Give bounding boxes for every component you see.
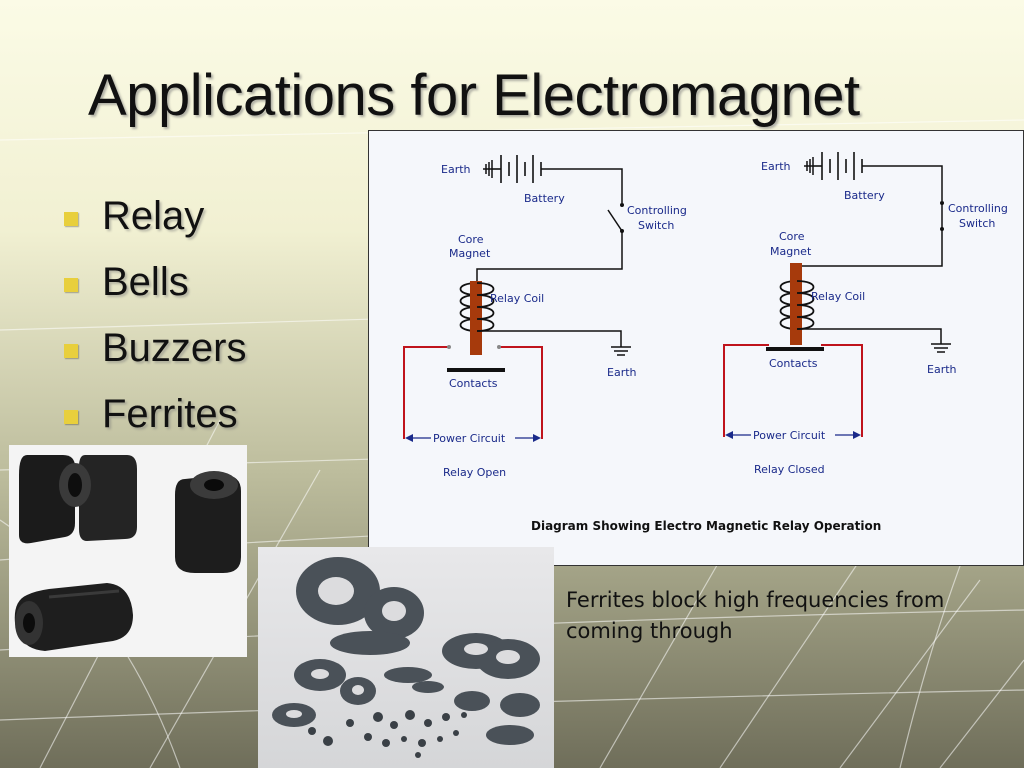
clamp-ferrite-closed-icon xyxy=(14,583,133,651)
core-label-line2: Magnet xyxy=(449,247,491,260)
relay-closed-circuit: Earth Battery Controlling Switch Core Ma… xyxy=(723,152,1008,476)
earth-bottom-label: Earth xyxy=(607,366,637,379)
power-circuit-label: Power Circuit xyxy=(433,432,506,445)
relay-diagram: Earth Battery Controlling Switch Core Ma… xyxy=(368,130,1024,566)
battery-icon xyxy=(492,155,542,183)
ferrite-rings-photo xyxy=(258,547,554,768)
bullet-item-buzzers: Buzzers xyxy=(62,320,247,386)
bullet-square-icon xyxy=(64,344,78,358)
earth-top-label: Earth xyxy=(441,163,471,176)
bullet-item-bells: Bells xyxy=(62,254,247,320)
ferrite-clamps-photo xyxy=(9,445,247,657)
bullet-item-relay: Relay xyxy=(62,188,247,254)
relay-open-circuit: Earth Battery Controlling Switch Core Ma… xyxy=(403,155,687,479)
bullet-square-icon xyxy=(64,212,78,226)
core-label: Core xyxy=(779,230,805,243)
switch-label: Controlling xyxy=(948,202,1008,215)
ferrite-beads-icon xyxy=(308,710,467,758)
relay-state-label: Relay Open xyxy=(443,466,506,479)
ferrites-caption: Ferrites block high frequencies from com… xyxy=(566,588,945,643)
battery-icon xyxy=(813,152,863,180)
contacts-label: Contacts xyxy=(449,377,498,390)
battery-label: Battery xyxy=(844,189,885,202)
earth-ground-icon xyxy=(931,343,951,353)
core-magnet-icon xyxy=(790,263,802,345)
coil-label: Relay Coil xyxy=(490,292,544,305)
earth-top-label: Earth xyxy=(761,160,791,173)
earth-ground-icon xyxy=(611,346,631,356)
switch-label-line2: Switch xyxy=(638,219,674,232)
bullet-text: Ferrites xyxy=(102,392,238,436)
power-circuit-label: Power Circuit xyxy=(753,429,826,442)
core-magnet-icon xyxy=(470,281,482,355)
core-label-line2: Magnet xyxy=(770,245,812,258)
contacts-bar xyxy=(447,368,505,372)
relay-state-label: Relay Closed xyxy=(754,463,825,476)
earth-bottom-label: Earth xyxy=(927,363,957,376)
bullet-square-icon xyxy=(64,278,78,292)
bullet-square-icon xyxy=(64,410,78,424)
switch-open-icon xyxy=(607,209,623,232)
bullet-list: Relay Bells Buzzers Ferrites xyxy=(62,188,247,452)
bullet-text: Bells xyxy=(102,260,189,304)
switch-label-line2: Switch xyxy=(959,217,995,230)
bullet-text: Relay xyxy=(102,194,205,238)
ferrite-bead-icon xyxy=(175,471,241,573)
contacts-bar xyxy=(766,347,824,351)
slide-title: Applications for Electromagnet xyxy=(88,63,860,128)
clamp-ferrite-open-icon xyxy=(19,455,137,544)
diagram-heading: Diagram Showing Electro Magnetic Relay O… xyxy=(531,519,881,533)
contacts-label: Contacts xyxy=(769,357,818,370)
battery-label: Battery xyxy=(524,192,565,205)
bullet-text: Buzzers xyxy=(102,326,247,370)
switch-label: Controlling xyxy=(627,204,687,217)
coil-label: Relay Coil xyxy=(811,290,865,303)
core-label: Core xyxy=(458,233,484,246)
bullet-item-ferrites: Ferrites xyxy=(62,386,247,452)
